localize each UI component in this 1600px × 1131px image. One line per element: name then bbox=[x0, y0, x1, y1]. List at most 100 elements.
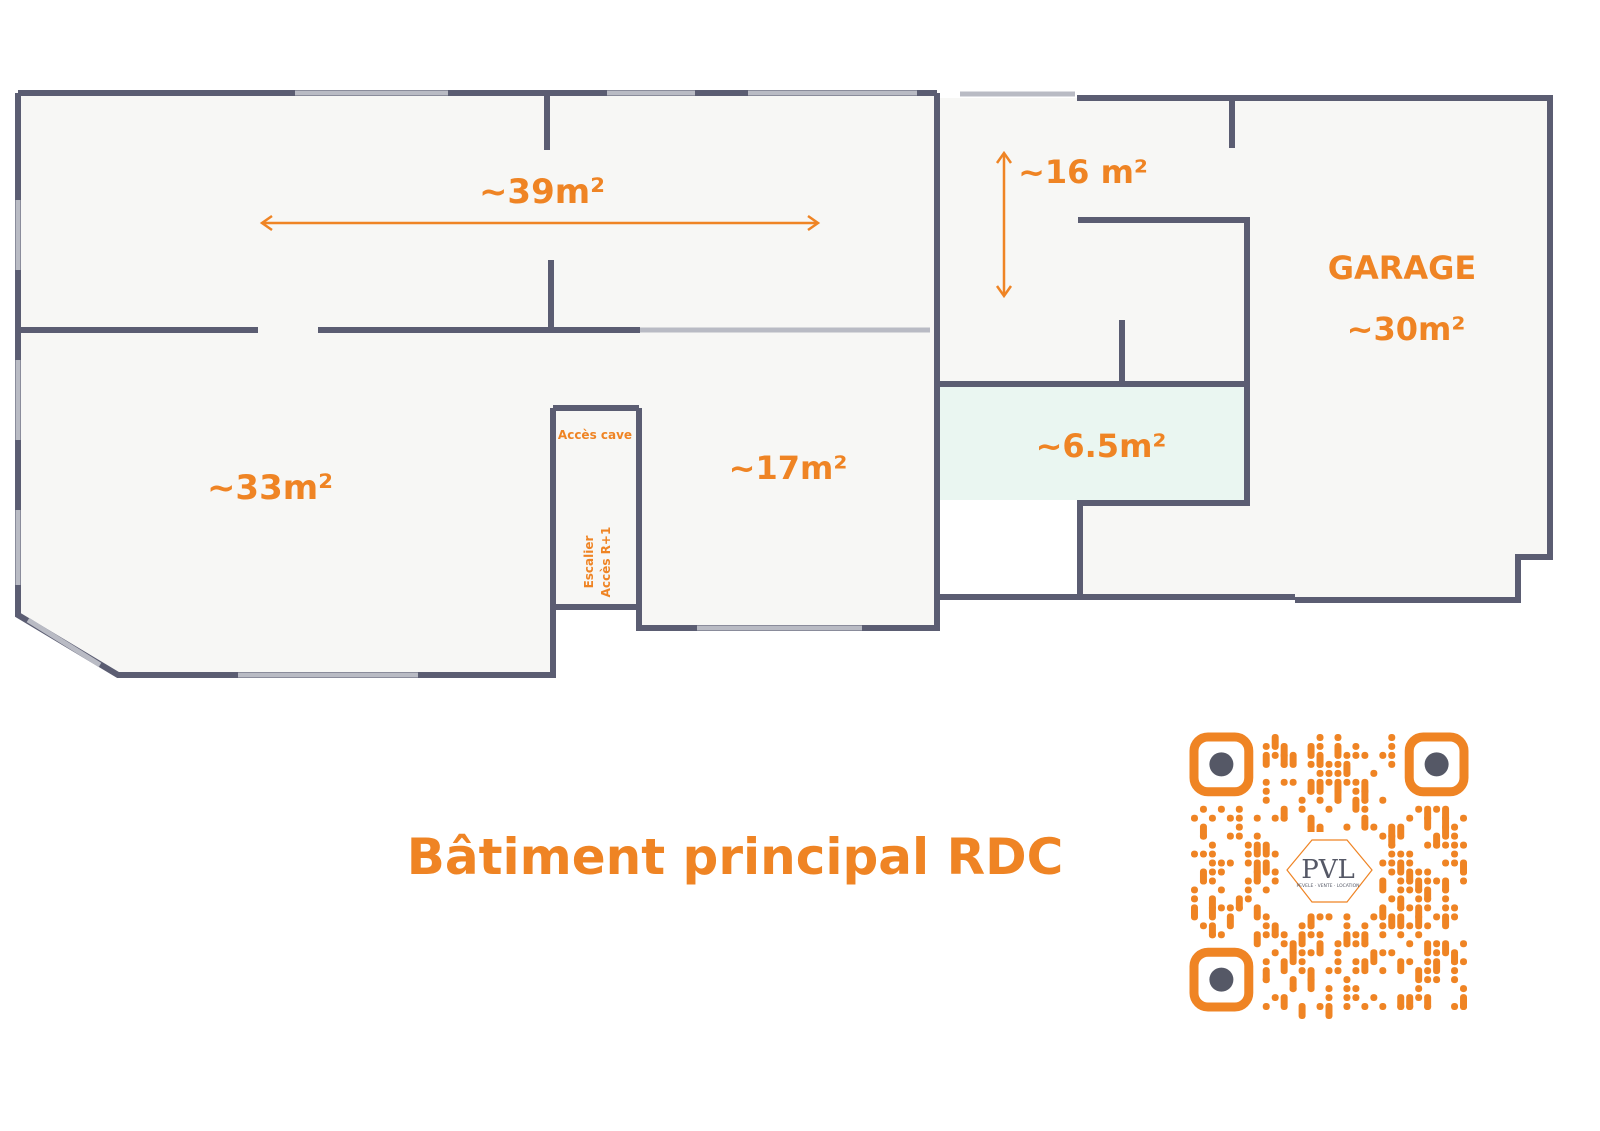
qr-module bbox=[1352, 940, 1360, 948]
garage-label: GARAGE bbox=[1328, 249, 1477, 287]
qr-module bbox=[1191, 886, 1198, 894]
qr-module bbox=[1280, 994, 1288, 1010]
qr-module bbox=[1388, 751, 1396, 759]
qr-module bbox=[1262, 976, 1270, 984]
qr-module bbox=[1424, 958, 1432, 966]
qr-module bbox=[1442, 913, 1450, 930]
qr-module bbox=[1325, 967, 1333, 975]
qr-module bbox=[1352, 742, 1360, 750]
qr-module bbox=[1316, 1003, 1324, 1010]
qr-module bbox=[1235, 805, 1243, 813]
qr-module bbox=[1388, 850, 1396, 858]
qr-module bbox=[1424, 877, 1432, 885]
qr-module bbox=[1280, 778, 1288, 786]
qr-module bbox=[1451, 913, 1459, 921]
qr-module bbox=[1280, 958, 1288, 975]
qr-module bbox=[1451, 850, 1459, 858]
outdoor-cutout bbox=[940, 500, 1080, 597]
qr-module bbox=[1208, 841, 1216, 849]
qr-module bbox=[1262, 787, 1270, 795]
qr-module bbox=[1361, 751, 1369, 759]
qr-module bbox=[1361, 940, 1369, 948]
qr-module bbox=[1406, 886, 1414, 894]
qr-finder-dot bbox=[1424, 752, 1449, 777]
qr-module bbox=[1334, 769, 1342, 777]
qr-module bbox=[1280, 940, 1288, 948]
logo-tagline: PEVELE · VENTE · LOCATION bbox=[1296, 883, 1359, 889]
qr-module bbox=[1334, 760, 1342, 768]
qr-module bbox=[1253, 841, 1261, 858]
qr-module bbox=[1388, 949, 1396, 957]
qr-module bbox=[1397, 931, 1405, 939]
qr-module bbox=[1262, 958, 1270, 966]
qr-module bbox=[1316, 778, 1324, 795]
qr-module bbox=[1271, 949, 1279, 957]
qr-module bbox=[1217, 904, 1225, 912]
qr-module bbox=[1451, 823, 1459, 831]
dimension-arrows bbox=[259, 150, 1013, 299]
qr-module bbox=[1316, 931, 1324, 939]
qr-module bbox=[1271, 931, 1279, 939]
stairs-label-1: Escalier bbox=[582, 536, 596, 589]
qr-module bbox=[1217, 886, 1225, 894]
qr-module bbox=[1262, 859, 1270, 876]
qr-module bbox=[1343, 751, 1351, 759]
qr-module bbox=[1361, 805, 1369, 813]
qr-module bbox=[1253, 877, 1261, 885]
qr-module bbox=[1343, 976, 1351, 984]
qr-module bbox=[1253, 832, 1261, 840]
qr-module bbox=[1424, 1003, 1432, 1010]
qr-module bbox=[1388, 734, 1396, 741]
qr-module bbox=[1271, 751, 1279, 759]
qr-module bbox=[1235, 832, 1243, 840]
qr-module bbox=[1388, 895, 1396, 903]
qr-module bbox=[1307, 760, 1315, 768]
room-living-area: ~39m² bbox=[479, 172, 605, 212]
qr-module bbox=[1208, 931, 1216, 939]
qr-module bbox=[1397, 886, 1405, 894]
qr-module bbox=[1397, 877, 1405, 885]
qr-module bbox=[1433, 976, 1441, 984]
qr-module bbox=[1451, 967, 1459, 975]
pvl-logo: PVL PEVELE · VENTE · LOCATION bbox=[1280, 832, 1376, 908]
qr-module bbox=[1388, 841, 1396, 849]
qr-module bbox=[1307, 787, 1315, 795]
qr-finder-dot bbox=[1209, 752, 1234, 777]
qr-module bbox=[1208, 904, 1216, 921]
qr-module bbox=[1298, 949, 1306, 957]
qr-module bbox=[1433, 805, 1441, 813]
qr-module bbox=[1271, 734, 1279, 750]
qr-module bbox=[1370, 994, 1378, 1002]
qr-module bbox=[1191, 895, 1198, 903]
qr-module bbox=[1361, 958, 1369, 975]
qr-module bbox=[1442, 940, 1450, 957]
qr-module bbox=[1208, 868, 1216, 876]
qr-module bbox=[1307, 922, 1315, 930]
qr-module bbox=[1415, 895, 1423, 903]
qr-module bbox=[1361, 814, 1369, 831]
qr-module bbox=[1334, 958, 1342, 966]
qr-module bbox=[1433, 877, 1441, 885]
qr-module bbox=[1460, 868, 1467, 876]
qr-module bbox=[1379, 967, 1387, 975]
qr-module bbox=[1334, 796, 1342, 804]
qr-module bbox=[1415, 967, 1423, 984]
qr-module bbox=[1199, 877, 1207, 885]
qr-module bbox=[1244, 877, 1252, 885]
entry-area: ~16 m² bbox=[1018, 153, 1148, 191]
qr-module bbox=[1325, 760, 1333, 768]
page-title: Bâtiment principal RDC bbox=[407, 828, 1064, 886]
qr-module bbox=[1442, 859, 1450, 867]
qr-module bbox=[1379, 931, 1387, 939]
qr-module bbox=[1217, 805, 1225, 813]
qr-module bbox=[1397, 823, 1405, 840]
qr-module bbox=[1406, 850, 1414, 858]
room-middle-area: ~17m² bbox=[729, 449, 848, 487]
qr-module bbox=[1406, 859, 1414, 867]
qr-module bbox=[1199, 922, 1207, 930]
qr-module bbox=[1262, 778, 1270, 786]
qr-module bbox=[1343, 1003, 1351, 1010]
qr-module bbox=[1191, 904, 1198, 921]
qr-module bbox=[1191, 814, 1198, 822]
cellar-access-label: Accès cave bbox=[558, 428, 632, 442]
